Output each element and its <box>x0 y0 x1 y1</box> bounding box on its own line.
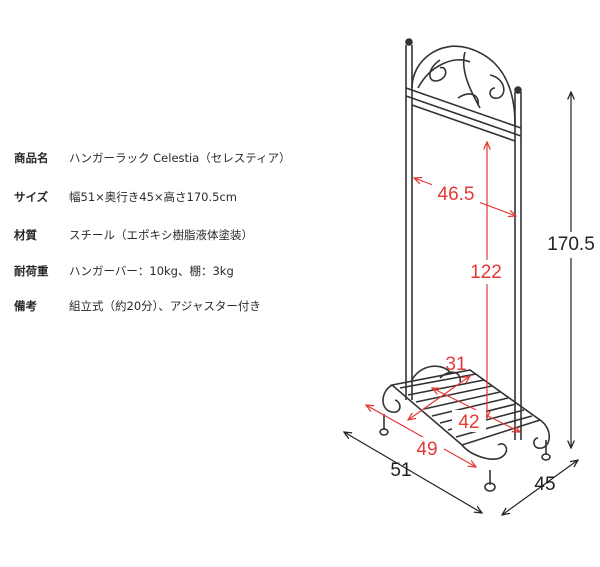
total-height-label: 170.5 <box>547 234 595 255</box>
spec-row-size: サイズ 幅51×奥行き45×高さ170.5cm <box>14 189 314 209</box>
total-width-arrow <box>344 432 482 513</box>
spec-value: ハンガーバー：10kg、棚：3kg <box>69 264 234 278</box>
total-width-label: 51 <box>390 460 411 481</box>
spec-row-load: 耐荷重 ハンガーバー：10kg、棚：3kg <box>14 263 314 283</box>
spec-value: 組立式（約20分）、アジャスター付き <box>69 299 261 313</box>
overall-dimensions: 170.5 51 45 <box>344 92 600 515</box>
spec-row-notes: 備考 組立式（約20分）、アジャスター付き <box>14 298 314 318</box>
total-depth-label: 45 <box>534 474 555 495</box>
spec-value: ハンガーラック Celestia（セレスティア） <box>69 151 291 165</box>
spec-row-material: 材質 スチール（エポキシ樹脂液体塗装） <box>14 227 314 247</box>
spec-label: 備考 <box>14 299 37 313</box>
base-inner-label: 49 <box>416 439 437 460</box>
spec-label: 耐荷重 <box>14 264 49 278</box>
spec-value: スチール（エポキシ樹脂液体塗装） <box>69 228 253 242</box>
spec-label: サイズ <box>14 190 49 204</box>
spec-value: 幅51×奥行き45×高さ170.5cm <box>69 190 237 204</box>
total-depth-arrow <box>502 460 578 515</box>
inner-width-label: 46.5 <box>438 184 475 205</box>
spec-label: 商品名 <box>14 151 49 165</box>
spec-label: 材質 <box>14 228 37 242</box>
shelf-width-label: 42 <box>458 412 479 433</box>
spec-row-name: 商品名 ハンガーラック Celestia（セレスティア） <box>14 150 314 170</box>
shelf-depth-label: 31 <box>445 354 466 375</box>
inner-height-label: 122 <box>470 262 502 283</box>
inner-dimensions: 46.5 122 31 42 49 <box>366 142 520 467</box>
